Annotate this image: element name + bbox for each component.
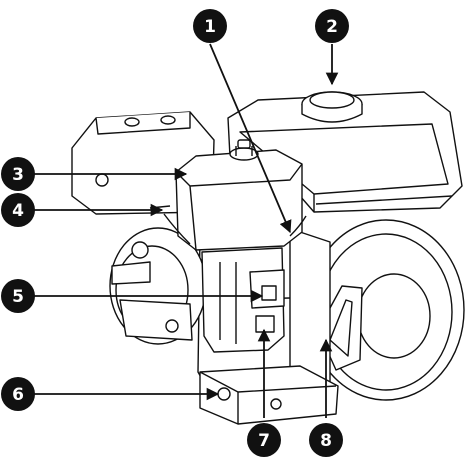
callout-7-label: 7 bbox=[258, 431, 270, 451]
callout-4: 4 bbox=[1, 193, 35, 227]
callout-6-label: 6 bbox=[12, 385, 24, 405]
flywheel-cover bbox=[109, 227, 207, 345]
air-filter-cover bbox=[175, 139, 303, 251]
callout-2: 2 bbox=[315, 9, 349, 43]
recoil-starter bbox=[307, 219, 465, 401]
engine-illustration bbox=[71, 91, 465, 425]
callout-7: 7 bbox=[247, 423, 281, 457]
callout-5-label: 5 bbox=[12, 287, 24, 307]
callout-2-label: 2 bbox=[326, 17, 338, 37]
leader-1 bbox=[209, 43, 292, 234]
carburetor bbox=[201, 247, 285, 353]
callout-8: 8 bbox=[309, 423, 343, 457]
callout-1-label: 1 bbox=[204, 17, 216, 37]
callout-5: 5 bbox=[1, 279, 35, 313]
callout-6: 6 bbox=[1, 377, 35, 411]
callout-badges: 1 2 3 4 5 6 7 8 bbox=[1, 9, 349, 457]
callout-4-label: 4 bbox=[12, 201, 24, 221]
callout-3: 3 bbox=[1, 157, 35, 191]
callout-1: 1 bbox=[193, 9, 227, 43]
mounting-base bbox=[199, 365, 339, 425]
callout-3-label: 3 bbox=[12, 165, 24, 185]
leader-lines bbox=[34, 43, 339, 418]
callout-8-label: 8 bbox=[320, 431, 332, 451]
